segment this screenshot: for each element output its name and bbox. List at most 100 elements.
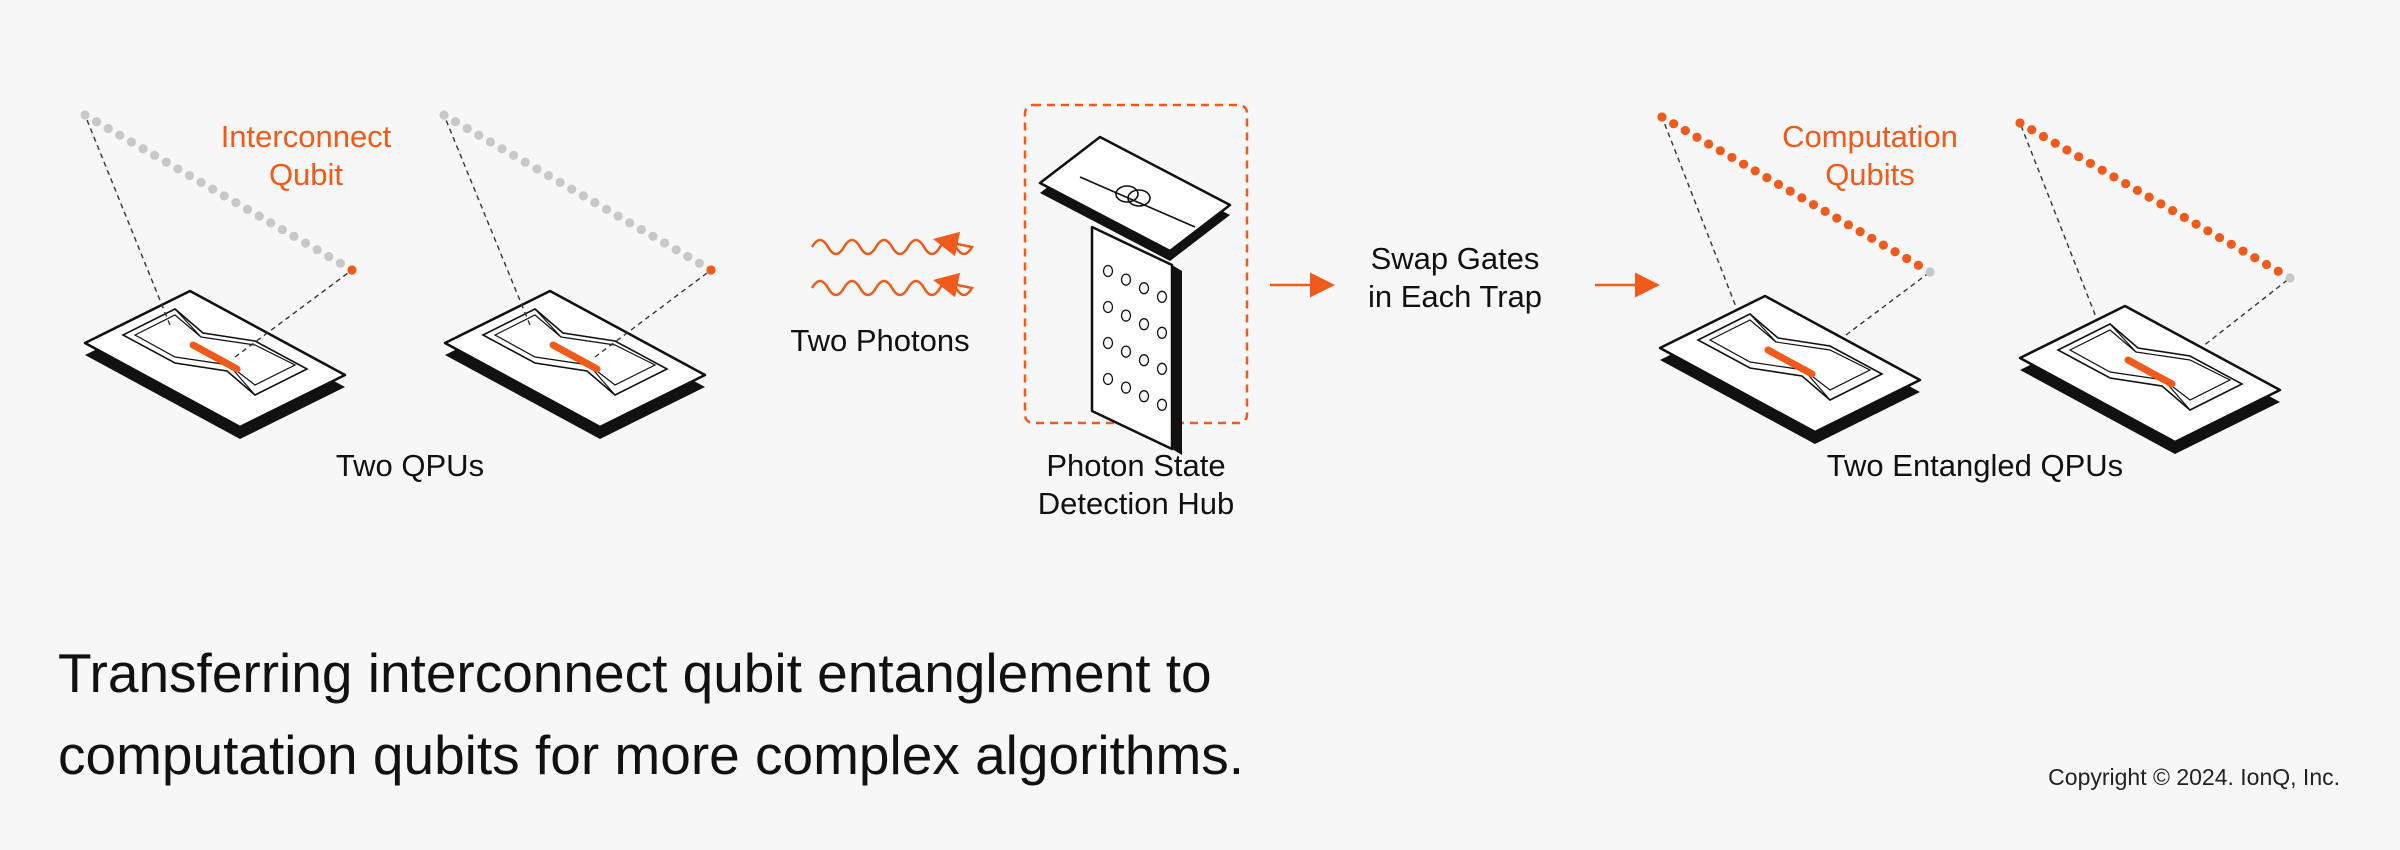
qubit-dot (254, 211, 264, 221)
qubit-dot (1855, 226, 1865, 237)
detector-pixel (1138, 354, 1150, 367)
qubit-dot (312, 245, 322, 255)
qubit-dot (1692, 132, 1702, 142)
qubit-dot (289, 231, 299, 241)
qubit-dot (532, 164, 542, 174)
caption-line-2: computation qubits for more complex algo… (58, 724, 1245, 786)
qubit-dot (613, 211, 623, 221)
qubit-dot (2015, 118, 2025, 128)
two-qpus-label: Two QPUs (335, 448, 485, 483)
qubit-dot (671, 245, 681, 255)
detector-pixel (1102, 264, 1114, 278)
qubit-dot (555, 177, 565, 187)
qubit-dot (219, 191, 229, 201)
detector-pixel (1138, 390, 1150, 403)
qubit-dot (347, 265, 357, 275)
qubit-dot (150, 150, 160, 161)
caption-line-1: Transferring interconnect qubit entangle… (58, 642, 1212, 704)
qubit-dot (1913, 260, 1923, 270)
qubit-dot (2062, 145, 2072, 155)
interconnect-qubit-label: Interconnect Qubit (220, 119, 392, 192)
qpu-left-1-projection-top (84, 114, 171, 326)
qubit-dot (2238, 246, 2248, 256)
photon-wave-1 (810, 231, 974, 257)
qpu-left-2-projection-top (443, 114, 531, 326)
qubit-dot (659, 238, 670, 248)
detector-pixel (1138, 282, 1150, 295)
qubit-dot (103, 123, 113, 134)
qubit-dot (1785, 186, 1795, 196)
qubit-dot (439, 110, 449, 120)
qubit-dot (161, 157, 171, 167)
qubit-dot (2156, 199, 2166, 209)
two-photons-label: Two Photons (790, 323, 970, 358)
qubit-dot (2179, 212, 2189, 222)
qubit-dot (567, 184, 577, 194)
qubit-dot (2027, 125, 2037, 135)
qubit-dot (2121, 179, 2131, 189)
beam-splitter-icon (1038, 135, 1232, 263)
qubit-dot (2144, 192, 2154, 202)
qubit-dot (520, 157, 530, 167)
figure-caption: Transferring interconnect qubit entangle… (58, 632, 1244, 796)
detection-hub-label: Photon State Detection Hub (1037, 448, 1235, 521)
qubit-dot (126, 137, 137, 147)
qubit-dot (196, 177, 206, 187)
qubit-dot (590, 198, 600, 208)
qubit-dot (1832, 213, 1842, 223)
copyright-notice: Copyright © 2024. IonQ, Inc. (2048, 764, 2340, 790)
detector-pixel (1120, 309, 1132, 322)
qubit-dot (1762, 173, 1772, 183)
qpu-left-2-projection-end (594, 269, 712, 358)
qubit-dot (648, 231, 658, 241)
qubit-dot (625, 218, 635, 228)
qpu-left-1-qubit-chain (80, 110, 357, 275)
qubit-dot (451, 117, 461, 127)
qpu-right-2 (2020, 306, 2280, 454)
qubit-dot (1867, 233, 1877, 243)
detector-pixel (1120, 345, 1132, 358)
qubit-dot (1820, 206, 1830, 216)
qubit-dot (2203, 226, 2213, 236)
detector-pixel (1102, 336, 1114, 350)
qubit-dot (485, 137, 496, 147)
detector-pixel (1120, 273, 1132, 286)
qubit-dot (1878, 240, 1888, 250)
qubit-dot (184, 171, 195, 181)
qubit-dot (1890, 247, 1900, 257)
qubit-dot (2168, 206, 2178, 216)
qubit-dot (1669, 119, 1679, 129)
qubit-dot (2250, 253, 2260, 263)
qpu-left-1-projection-end (234, 269, 353, 358)
qubit-dot (474, 130, 484, 140)
qubit-dot (208, 184, 218, 194)
qubit-dot (300, 238, 311, 248)
qpu-right-1-projection-top (1661, 116, 1746, 331)
detector-pixel (1120, 381, 1132, 394)
detector-pixel (1138, 318, 1150, 331)
detector-pixel (1102, 372, 1114, 386)
qubit-dot (2038, 131, 2049, 142)
qubit-dot (1925, 267, 1935, 277)
qubit-dot (1797, 193, 1807, 203)
qubit-dot (1843, 220, 1854, 230)
qubit-dot (706, 265, 716, 275)
qubit-dot (2132, 185, 2142, 195)
qpu-left-2 (445, 291, 705, 439)
computation-qubits-label: Computation Qubits (1782, 119, 1958, 192)
qubit-dot (1750, 166, 1760, 176)
qubit-dot (1808, 200, 1819, 210)
detector-pixel (1156, 362, 1168, 375)
qubit-dot (80, 110, 90, 120)
detector-pixel (1156, 326, 1168, 339)
qubit-dot (1704, 139, 1714, 149)
qubit-dot (636, 224, 646, 235)
qubit-dot (2074, 152, 2084, 162)
qubit-dot (1657, 112, 1667, 122)
qubit-dot (509, 150, 519, 161)
qpu-right-1-projection-end (1809, 271, 1931, 363)
qubit-dot (601, 204, 612, 214)
qubit-dot (462, 123, 472, 134)
qpu-right-2-qubit-chain (2015, 118, 2295, 283)
